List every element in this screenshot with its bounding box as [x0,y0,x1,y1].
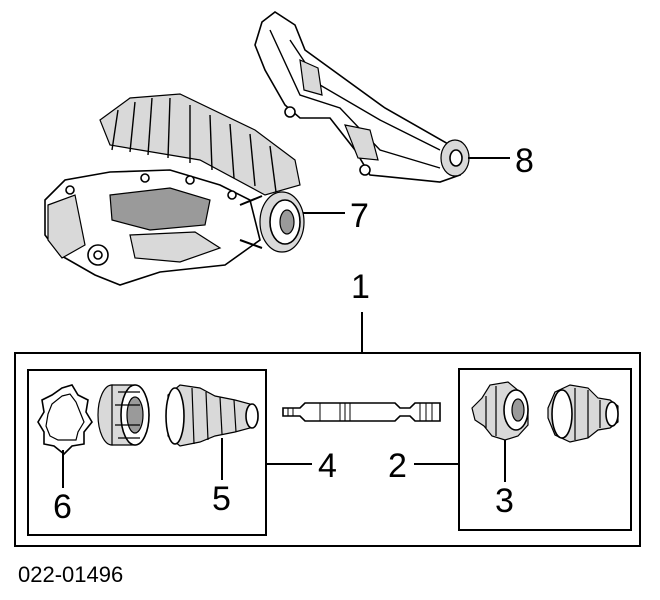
axle-assembly-box [14,352,641,547]
callout-4: 4 [318,447,337,485]
diagram-code: 022-01496 [18,562,123,587]
outer-joint-kit-box [458,368,632,531]
inner-boot[interactable] [165,384,259,447]
callout-2: 2 [388,447,407,485]
callout-7: 7 [350,197,369,235]
mounting-bracket[interactable] [254,11,470,183]
callout-3: 3 [495,482,514,520]
callout-8: 8 [515,142,534,180]
callout-1: 1 [351,268,370,306]
outer-boot[interactable] [471,381,529,441]
callout-6: 6 [53,488,72,526]
inner-cv-joint[interactable] [97,384,150,446]
differential-housing[interactable] [44,93,305,286]
inner-joint-kit-box [27,369,267,536]
gasket[interactable] [37,384,93,456]
callout-5: 5 [212,480,231,518]
axle-shaft[interactable] [282,402,441,422]
outer-cv-joint[interactable] [547,384,619,443]
